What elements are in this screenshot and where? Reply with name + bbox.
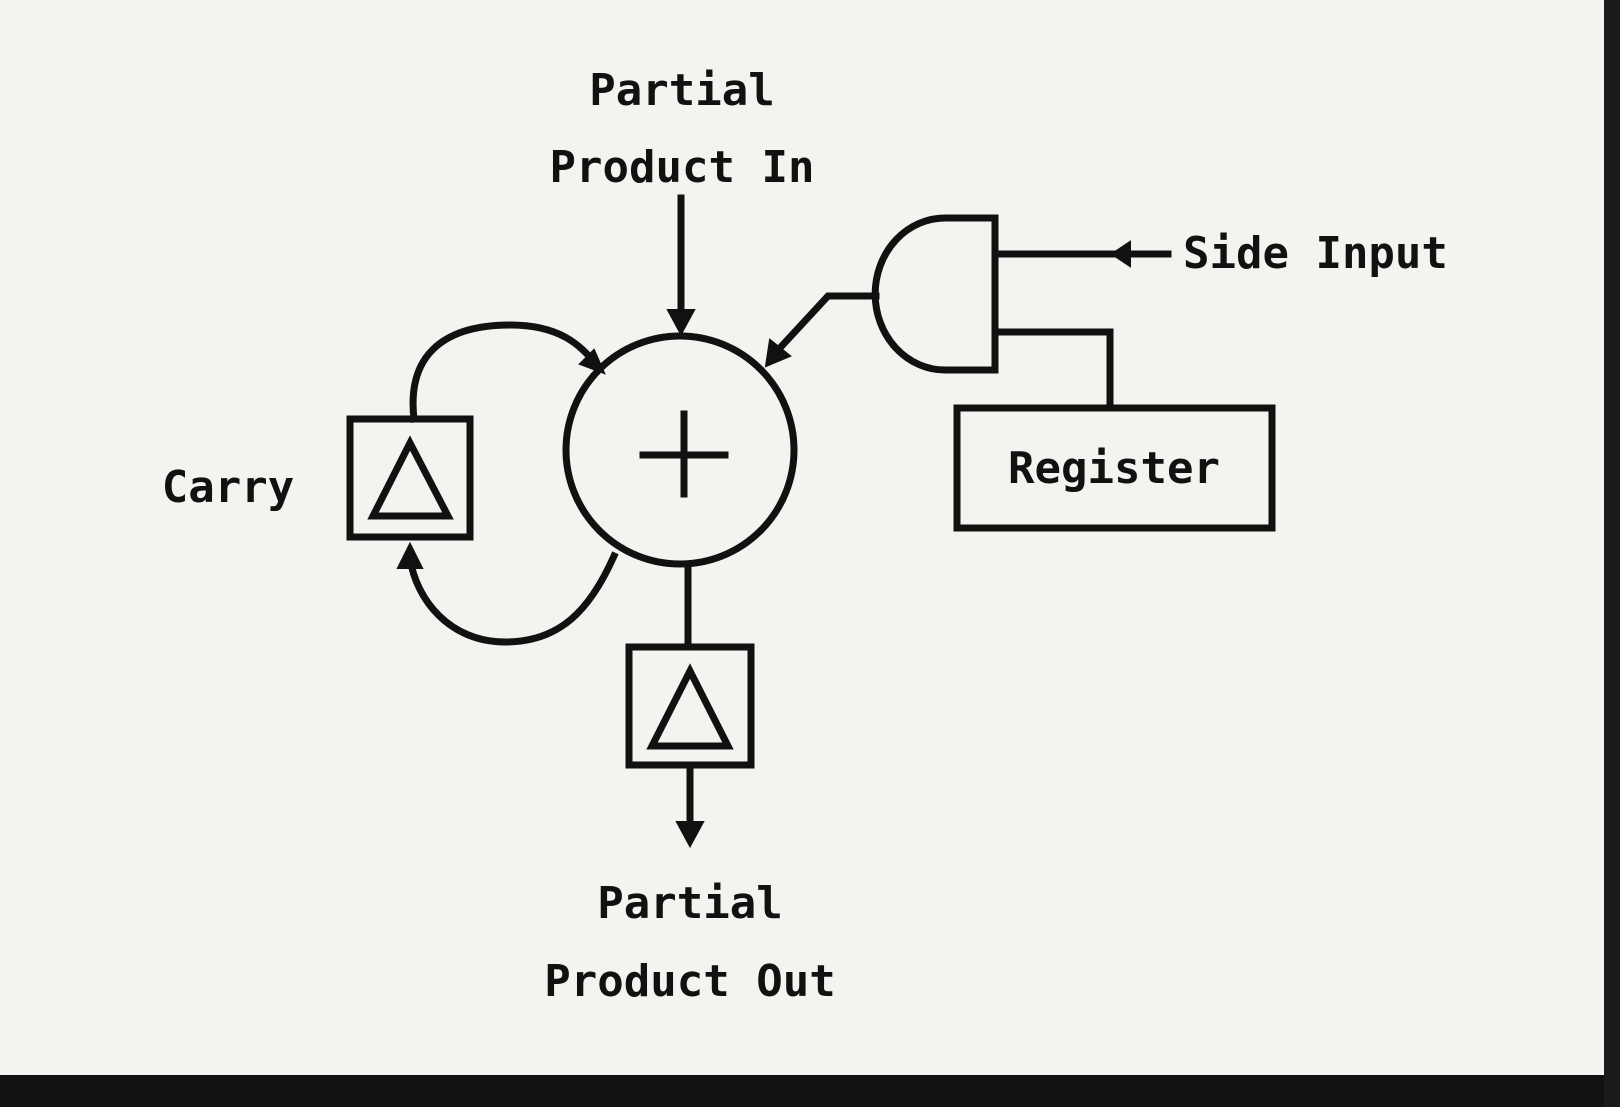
plus-icon bbox=[639, 410, 729, 498]
slide-frame-edge bbox=[1604, 0, 1620, 1107]
register-to-gate-wire bbox=[991, 328, 1114, 412]
label-partial-in-line2: Product In bbox=[550, 142, 815, 193]
partial-out-arrowhead bbox=[675, 821, 705, 849]
triangle-icon bbox=[367, 435, 454, 520]
carry-feedback-top-arrowhead bbox=[578, 348, 606, 375]
partial-in-arrowhead bbox=[666, 309, 696, 337]
label-carry: Carry bbox=[162, 462, 294, 513]
gate-to-adder-arrowhead bbox=[764, 338, 792, 368]
label-side-input: Side Input bbox=[1183, 228, 1448, 279]
gate-to-adder-wire bbox=[773, 292, 880, 355]
slide-paper bbox=[0, 0, 1604, 1075]
label-partial-in-line1: Partial bbox=[589, 65, 774, 116]
adder-circle bbox=[562, 332, 798, 568]
carry-delay-box bbox=[346, 415, 474, 541]
carry-feedback-bottom-arrowhead bbox=[396, 541, 424, 569]
label-register: Register bbox=[1008, 443, 1220, 494]
register-box bbox=[953, 404, 1276, 532]
carry-feedback-bottom-wire bbox=[406, 551, 619, 646]
triangle-icon bbox=[646, 663, 734, 750]
and-gate-icon bbox=[871, 214, 999, 374]
carry-feedback-top-wire bbox=[409, 321, 601, 423]
side-input-arrowhead bbox=[1110, 240, 1131, 268]
label-partial-out-line2: Product Out bbox=[544, 956, 835, 1007]
label-partial-out-line1: Partial bbox=[597, 878, 782, 929]
